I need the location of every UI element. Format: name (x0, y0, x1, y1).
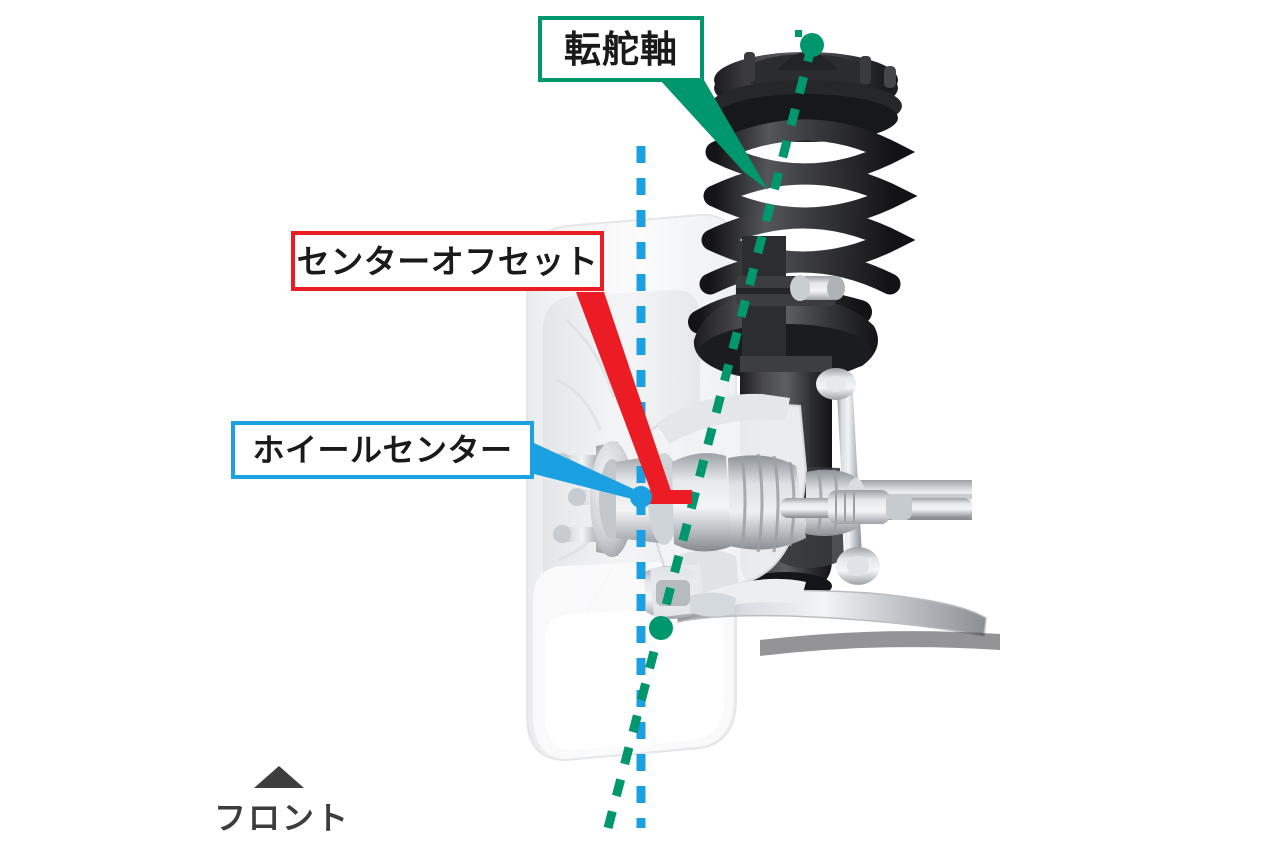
center-offset-bar (638, 490, 692, 504)
wheel-center-dot (630, 486, 652, 508)
callout-wheel-center: ホイールセンター (231, 421, 534, 479)
triangle-up-icon (254, 766, 304, 788)
callout-wheel-center-label: ホイールセンター (252, 432, 513, 468)
front-direction-label: フロント (214, 800, 351, 836)
tie-rod (780, 490, 972, 524)
strut-top-mount (710, 52, 902, 142)
clamp-bolt (790, 275, 845, 301)
wheel-center-leader (534, 443, 644, 502)
callout-center-offset-label: センターオフセット (296, 242, 599, 280)
front-direction-indicator: フロント (214, 766, 351, 836)
callout-steering-axis: 転舵軸 (538, 16, 704, 82)
center-offset-leader (576, 292, 672, 494)
steering-axis-leader (660, 80, 768, 190)
upper-pivot-dot (800, 33, 824, 57)
lower-pivot-dot (649, 616, 673, 640)
callout-center-offset: センターオフセット (291, 231, 604, 291)
steering-axis-line (603, 43, 817, 830)
callout-steering-axis-label: 転舵軸 (564, 28, 678, 70)
subframe-edge (760, 631, 1000, 656)
